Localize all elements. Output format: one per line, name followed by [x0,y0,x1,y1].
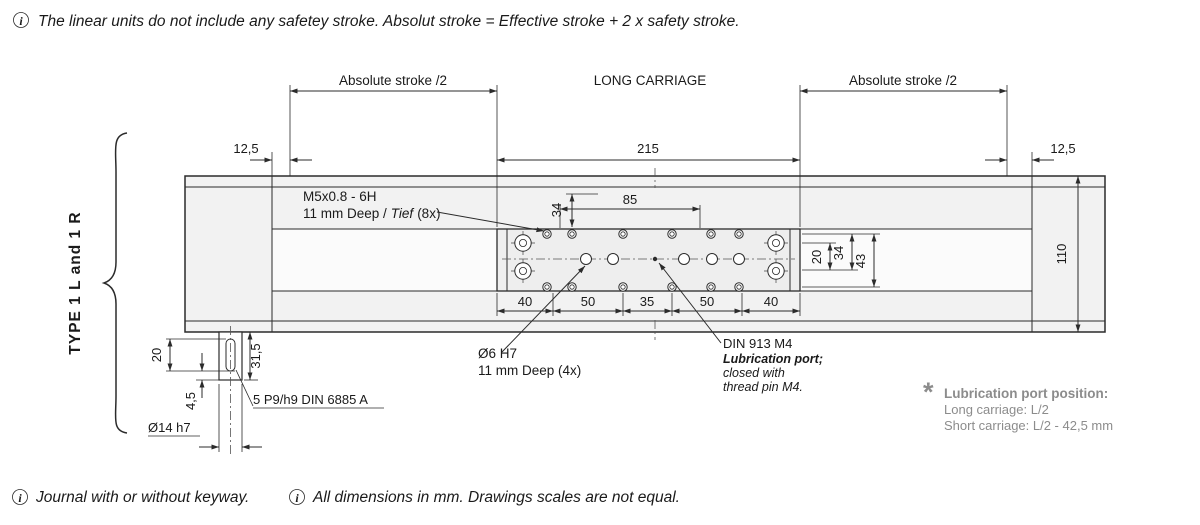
info-icon-glyph: i [19,14,23,28]
annotation-din-line2: Lubrication port; [723,352,823,366]
dim-40-2: 40 [764,294,778,309]
label-long-carriage: LONG CARRIAGE [594,73,707,88]
annotation-din-line1: DIN 913 M4 [723,336,792,351]
dim-4-5: 4,5 [183,392,198,410]
dim-20-right: 20 [809,250,824,264]
dim-34-right: 34 [831,246,846,260]
dim-215: 215 [637,141,659,156]
carriage-holes [511,229,788,292]
info-icon [12,489,28,505]
top-note-text: The linear units do not include any safe… [38,13,740,30]
annotation-o6-line2: 11 mm Deep (4x) [478,363,581,378]
dim-85: 85 [623,192,637,207]
dim-50-1: 50 [581,294,595,309]
info-icon-glyph: i [295,491,299,505]
annotation-m5-line1: M5x0.8 - 6H [303,189,377,204]
asterisk-marker: * [923,377,934,407]
info-icon-glyph: i [18,491,22,505]
lubrication-note-title: Lubrication port position: [944,386,1108,401]
label-keyway-spec: 5 P9/h9 DIN 6885 A [253,392,368,407]
top-note: i The linear units do not include any sa… [13,12,740,30]
dim-110: 110 [1054,244,1069,265]
bottom-note-left: Journal with or without keyway. [35,489,249,506]
lubrication-note-line2: Short carriage: L/2 - 42,5 mm [944,418,1113,433]
annotation-m5: M5x0.8 - 6H 11 mm Deep /Tief(8x) [303,189,545,233]
stroke-dimensions: Absolute stroke /2 LONG CARRIAGE Absolut… [233,73,1076,227]
info-icon [289,489,305,505]
type-label-group: TYPE 1 L and 1 R [67,132,128,434]
type-label: TYPE 1 L and 1 R [67,211,84,354]
dim-50-2: 50 [700,294,714,309]
annotation-o6: Ø6 H7 11 mm Deep (4x) [478,265,586,378]
annotation-din-line3: closed with [723,366,785,380]
journal-dimensions: 20 31,5 4,5 5 P9/h9 DIN 6885 A Ø14 h7 [148,331,384,452]
dim-absolute-stroke-left: Absolute stroke /2 [339,73,447,88]
dim-absolute-stroke-right: Absolute stroke /2 [849,73,957,88]
carriage [496,228,801,292]
dim-34-top: 34 [549,203,564,217]
carriage-plate [496,228,801,292]
journal-shaft [218,326,243,456]
dim-12-5-left: 12,5 [233,141,258,156]
label-shaft-diameter: Ø14 h7 [148,420,191,435]
dim-20-journal: 20 [149,348,164,362]
dim-40-1: 40 [518,294,532,309]
dim-12-5-right: 12,5 [1050,141,1075,156]
lubrication-note-line1: Long carriage: L/2 [944,402,1049,417]
lubrication-note: * Lubrication port position: Long carria… [923,377,1113,433]
annotation-din913: DIN 913 M4 Lubrication port; closed with… [658,262,823,394]
bottom-note-right: All dimensions in mm. Drawings scales ar… [312,489,680,506]
annotation-m5-line2: 11 mm Deep /Tief(8x) [303,206,440,221]
hole-dimensions: 85 34 110 20 34 43 40 50 35 [496,175,1081,333]
annotation-o6-line1: Ø6 H7 [478,346,517,361]
lubrication-port [652,256,658,262]
annotation-din-line4: thread pin M4. [723,380,803,394]
brace [101,132,128,434]
info-icon [13,12,29,28]
dim-43-right: 43 [853,254,868,268]
bottom-notes: i Journal with or without keyway. i All … [12,489,680,506]
dim-35: 35 [640,294,654,309]
linear-unit-body [184,168,1106,340]
